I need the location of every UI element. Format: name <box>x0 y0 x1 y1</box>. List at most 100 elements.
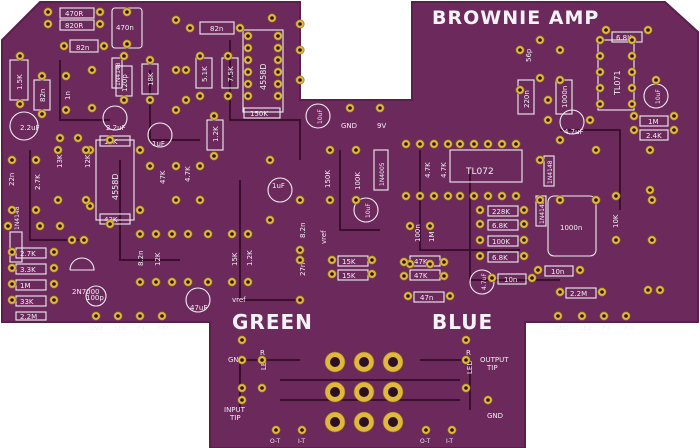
pad-hole <box>274 428 278 432</box>
pad-hole <box>52 266 56 270</box>
cap-label: 120p <box>121 74 129 92</box>
pad-hole <box>148 58 152 62</box>
resistor-label: 33K <box>20 298 34 306</box>
resistor-label: 47K <box>414 258 428 266</box>
pad-hole <box>154 232 158 236</box>
pad-hole <box>10 282 14 286</box>
pad-hole <box>578 268 582 272</box>
ic-label: TL072 <box>465 167 494 177</box>
ic-u3: TL072 <box>449 149 523 183</box>
pad-hole <box>138 280 142 284</box>
pad-hole <box>148 98 152 102</box>
pad-hole <box>522 238 526 242</box>
cap-label: 8.2n <box>137 250 145 266</box>
resistor-label: 820R <box>65 22 83 30</box>
pad-hole <box>10 158 14 162</box>
pad-hole <box>330 272 334 276</box>
pad-hole <box>418 194 422 198</box>
cap-label: 100n <box>414 224 422 242</box>
pad-hole <box>648 148 652 152</box>
pad-hole <box>522 208 526 212</box>
resistor-label: 15K <box>342 258 356 266</box>
bottom-right-tip: TIP <box>486 364 498 372</box>
resistor-label: 150K <box>324 170 332 188</box>
pad-hole <box>298 248 302 252</box>
pad-hole <box>354 148 358 152</box>
pad-hole <box>170 232 174 236</box>
ic-label: TL071 <box>613 70 622 96</box>
pad-hole <box>598 38 602 42</box>
pad-hole <box>64 108 68 112</box>
pad-hole <box>40 112 44 116</box>
pad-hole <box>408 262 412 266</box>
pad-hole <box>238 26 242 30</box>
pad-hole <box>446 194 450 198</box>
pad-hole <box>10 208 14 212</box>
pad-hole <box>84 148 88 152</box>
resistor-label: 4.7K <box>184 166 192 182</box>
conn-label: GND <box>89 325 103 332</box>
ic-label: 4558D <box>111 173 120 200</box>
pad-hole <box>558 138 562 142</box>
pad-hole <box>10 250 14 254</box>
cap-value: 47uF <box>190 304 207 312</box>
pad-hole <box>246 280 250 284</box>
pad-hole <box>276 58 280 62</box>
pad-hole <box>70 238 74 242</box>
pad-hole <box>98 10 102 14</box>
pad-hole <box>10 266 14 270</box>
resistor-label: 15K <box>231 252 239 266</box>
resistor-label: 6.8K <box>492 254 508 262</box>
pad-hole <box>268 158 272 162</box>
pad-hole <box>464 386 468 390</box>
pad-hole <box>102 44 106 48</box>
cap-value: 100p <box>86 294 104 302</box>
pad-hole <box>330 258 334 262</box>
cap-label: 22n <box>8 173 16 186</box>
pad-hole <box>18 54 22 58</box>
pad-hole <box>230 232 234 236</box>
pad-hole <box>268 218 272 222</box>
pad-hole <box>478 238 482 242</box>
diode-label: 1N4148 <box>14 206 21 230</box>
pad-hole <box>116 314 120 318</box>
resistor-label: 150K <box>250 110 268 118</box>
pad-hole <box>478 254 482 258</box>
pad-hole <box>260 386 264 390</box>
pad-hole <box>226 54 230 58</box>
cap-label: 470n <box>116 24 134 32</box>
pad-hole <box>672 114 676 118</box>
power-9v-label: 9V <box>377 122 386 130</box>
pad-hole <box>18 102 22 106</box>
resistor-label: 7.5K <box>227 66 235 82</box>
pad-hole <box>276 46 280 50</box>
cap-value: 4.7uF <box>481 273 488 290</box>
resistor-label: 47K <box>159 170 167 184</box>
resistor-label: 100K <box>492 238 510 246</box>
conn-label: P-I <box>137 325 145 332</box>
resistor-label: 2.7K <box>34 174 42 190</box>
pad-hole <box>34 158 38 162</box>
pad-hole <box>276 82 280 86</box>
cap-label: 220n <box>523 90 531 108</box>
pad-hole <box>125 42 129 46</box>
bottom-left-r: R <box>260 349 265 357</box>
pad-hole <box>174 18 178 22</box>
pad-hole <box>188 26 192 30</box>
pad-hole <box>186 232 190 236</box>
diode-label: 1N4148 <box>115 62 122 86</box>
pad-hole <box>84 198 88 202</box>
resistor-label: 3.3K <box>20 266 36 274</box>
pad-hole <box>522 254 526 258</box>
pad-hole <box>442 274 446 278</box>
resistor-label: 1.5K <box>16 74 24 90</box>
pad-hole <box>38 224 42 228</box>
pad-hole <box>588 118 592 122</box>
pad-hole <box>94 314 98 318</box>
pad-hole <box>298 78 302 82</box>
conn-label: LED <box>115 325 127 332</box>
pad-hole <box>518 48 522 52</box>
bottom-right-gnd: GND <box>487 412 503 420</box>
pad-hole <box>276 70 280 74</box>
